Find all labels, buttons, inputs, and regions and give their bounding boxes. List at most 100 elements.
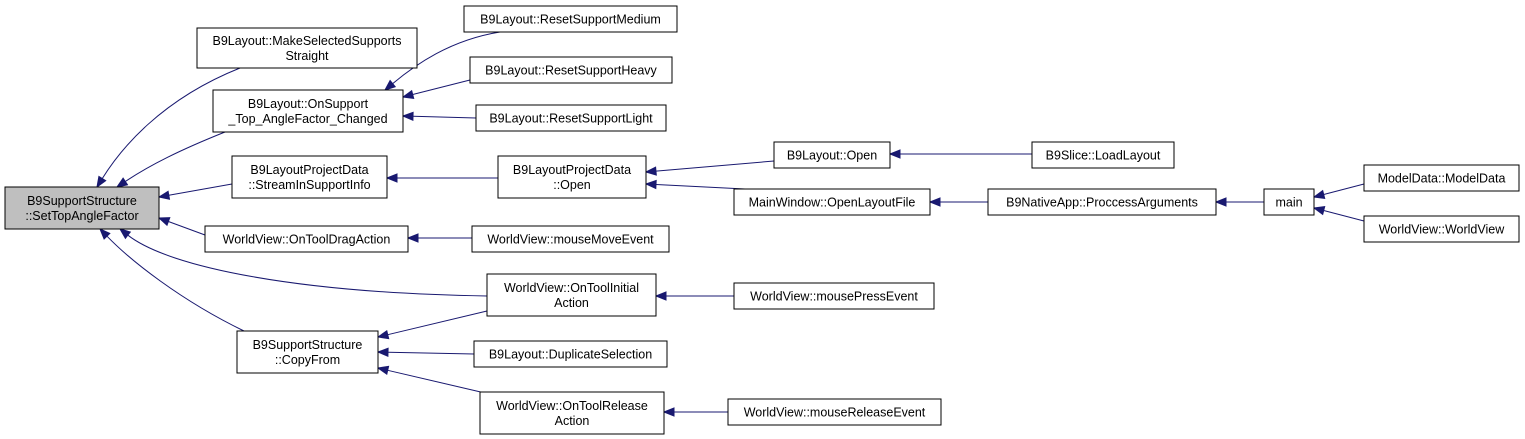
- edge-layoutOpen-to-projOpen: [644, 160, 775, 176]
- node-label: B9Layout::ResetSupportLight: [489, 112, 653, 126]
- node-box: [733, 188, 931, 216]
- arrowhead-icon: [401, 111, 414, 122]
- edge-onToolRelease-to-copyFrom: [376, 365, 486, 394]
- node-label: WorldView::OnToolInitial: [504, 281, 639, 295]
- edge-line: [168, 183, 233, 196]
- edge-line: [1323, 183, 1365, 195]
- arrowhead-icon: [96, 175, 107, 189]
- edge-streamIn-to-root: [157, 183, 233, 200]
- edge-modelData-to-main: [1312, 183, 1365, 199]
- node-label: ::Open: [553, 178, 591, 192]
- node-box: [497, 155, 647, 199]
- node-box: [486, 273, 657, 317]
- node-root[interactable]: B9SupportStructure::SetTopAngleFactor: [4, 186, 160, 230]
- edge-line: [387, 351, 475, 355]
- node-box: [463, 5, 678, 33]
- node-box: [469, 56, 673, 84]
- edge-line: [387, 369, 486, 394]
- edge-onToolInitial-to-copyFrom: [376, 310, 488, 340]
- node-label: B9Slice::LoadLayout: [1046, 149, 1161, 163]
- arrowhead-icon: [376, 365, 390, 376]
- node-resetLight[interactable]: B9Layout::ResetSupportLight: [475, 104, 667, 132]
- node-mouseMove[interactable]: WorldView::mouseMoveEvent: [471, 225, 670, 253]
- arrowhead-icon: [888, 149, 901, 159]
- edge-line: [412, 79, 471, 95]
- node-box: [231, 155, 388, 199]
- node-label: ::SetTopAngleFactor: [25, 209, 138, 223]
- arrowhead-icon: [662, 407, 675, 417]
- edge-line: [1323, 210, 1365, 222]
- edge-mouseMove-to-onToolDrag: [406, 233, 472, 243]
- node-worldViewCtor[interactable]: WorldView::WorldView: [1363, 215, 1520, 243]
- node-mouseRelease[interactable]: WorldView::mouseReleaseEvent: [727, 398, 942, 426]
- node-box: [4, 186, 160, 230]
- arrowhead-icon: [1312, 189, 1326, 199]
- edge-copyFrom-to-root: [99, 228, 245, 332]
- edge-mousePress-to-onToolInitial: [654, 291, 734, 301]
- edge-onToolInitial-to-root: [118, 228, 488, 297]
- node-label: B9SupportStructure: [27, 194, 137, 208]
- node-loadLayout[interactable]: B9Slice::LoadLayout: [1031, 141, 1175, 169]
- node-label: B9SupportStructure: [253, 338, 363, 352]
- node-main[interactable]: main: [1263, 188, 1315, 216]
- node-label: _Top_AngleFactor_Changed: [227, 112, 387, 126]
- edge-line: [106, 235, 245, 332]
- node-resetMedium[interactable]: B9Layout::ResetSupportMedium: [463, 5, 678, 33]
- arrowhead-icon: [157, 190, 171, 200]
- node-box: [733, 282, 935, 310]
- node-label: ModelData::ModelData: [1378, 172, 1506, 186]
- node-label: B9LayoutProjectData: [250, 163, 368, 177]
- node-box: [473, 340, 668, 368]
- node-openLayoutFile[interactable]: MainWindow::OpenLayoutFile: [733, 188, 931, 216]
- arrowhead-icon: [401, 89, 415, 99]
- node-duplicate[interactable]: B9Layout::DuplicateSelection: [473, 340, 668, 368]
- node-label: MainWindow::OpenLayoutFile: [749, 196, 916, 210]
- node-label: B9Layout::Open: [787, 149, 877, 163]
- node-projOpen[interactable]: B9LayoutProjectData::Open: [497, 155, 647, 199]
- node-box: [1363, 164, 1520, 192]
- node-processArgs[interactable]: B9NativeApp::ProccessArguments: [987, 188, 1217, 216]
- arrowhead-icon: [644, 179, 657, 190]
- arrowhead-icon: [99, 228, 111, 240]
- edge-line: [101, 67, 241, 179]
- node-onToolDrag[interactable]: WorldView::OnToolDragAction: [204, 225, 409, 253]
- edge-line: [168, 221, 206, 236]
- node-label: Action: [555, 414, 590, 428]
- arrowhead-icon: [406, 233, 419, 243]
- arrowhead-icon: [928, 197, 941, 207]
- node-label: Action: [554, 296, 589, 310]
- edge-line: [125, 131, 226, 182]
- node-label: WorldView::OnToolDragAction: [223, 233, 391, 247]
- node-label: main: [1275, 196, 1302, 210]
- edge-line: [392, 31, 501, 84]
- node-label: WorldView::mouseReleaseEvent: [744, 406, 926, 420]
- arrowhead-icon: [1312, 206, 1326, 216]
- node-label: B9Layout::DuplicateSelection: [489, 348, 652, 362]
- node-onSupportTop[interactable]: B9Layout::OnSupport_Top_AngleFactor_Chan…: [212, 89, 404, 133]
- edge-makeStraight-to-root: [96, 67, 241, 189]
- edge-openLayoutFile-to-projOpen: [644, 179, 746, 190]
- node-copyFrom[interactable]: B9SupportStructure::CopyFrom: [236, 330, 379, 374]
- node-box: [773, 141, 891, 169]
- node-label: B9Layout::OnSupport: [248, 97, 369, 111]
- arrowhead-icon: [376, 329, 390, 340]
- edge-onToolDrag-to-root: [157, 217, 206, 236]
- node-resetHeavy[interactable]: B9Layout::ResetSupportHeavy: [469, 56, 673, 84]
- node-modelData[interactable]: ModelData::ModelData: [1363, 164, 1520, 192]
- node-label: Straight: [285, 49, 329, 63]
- edge-line: [127, 234, 488, 297]
- edge-mouseRelease-to-onToolRelease: [662, 407, 728, 417]
- node-label: B9Layout::ResetSupportMedium: [480, 13, 661, 27]
- node-box: [204, 225, 409, 253]
- node-streamIn[interactable]: B9LayoutProjectData::StreamInSupportInfo: [231, 155, 388, 199]
- node-box: [727, 398, 942, 426]
- node-layoutOpen[interactable]: B9Layout::Open: [773, 141, 891, 169]
- node-mousePress[interactable]: WorldView::mousePressEvent: [733, 282, 935, 310]
- arrowhead-icon: [376, 347, 389, 357]
- edge-layer: [96, 31, 1365, 417]
- arrowhead-icon: [1214, 197, 1227, 207]
